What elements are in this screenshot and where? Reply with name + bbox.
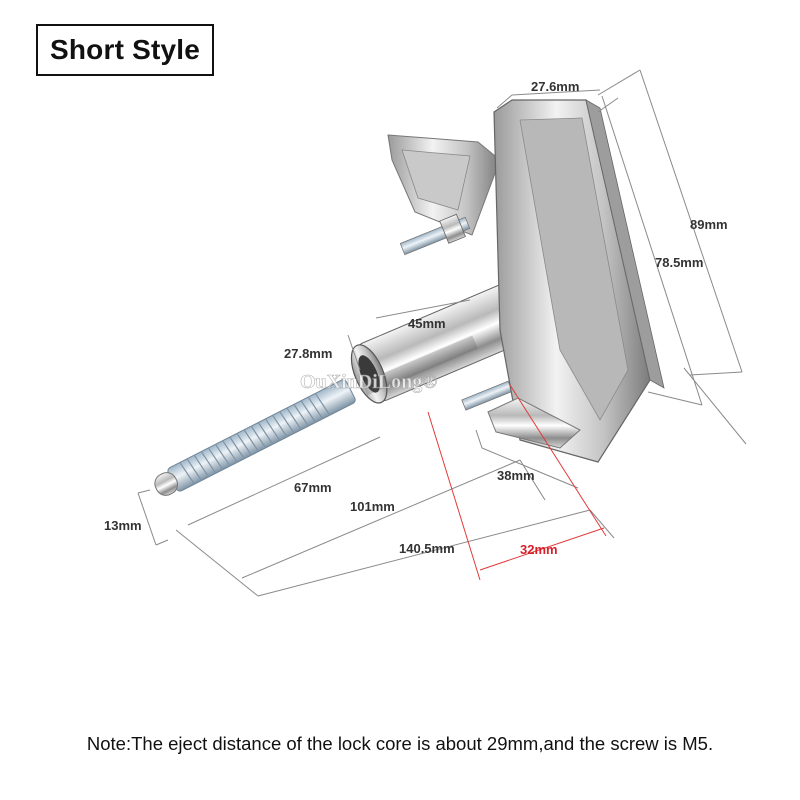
lock-illustration: OuXinDiLong® (154, 99, 665, 496)
dimension-labels: 27.6mm 89mm 78.5mm 45mm 27.8mm 67mm 101m… (104, 79, 728, 557)
label-eject-length: 32mm (520, 542, 558, 557)
label-height-inner: 78.5mm (655, 255, 703, 270)
back-plate-inner (401, 149, 471, 211)
label-cylinder-diameter: 27.8mm (284, 346, 332, 361)
label-bolt-diameter: 13mm (104, 518, 142, 533)
handle-edge (585, 99, 665, 389)
label-cylinder-length: 45mm (408, 316, 446, 331)
label-top-width: 27.6mm (531, 79, 579, 94)
label-total-length: 140.5mm (399, 541, 455, 556)
upper-screw (399, 213, 471, 256)
note-text: Note:The eject distance of the lock core… (86, 733, 714, 754)
title-box: Short Style (36, 24, 214, 76)
dimension-lines (137, 69, 747, 597)
label-bolt-length: 67mm (294, 480, 332, 495)
label-height-outer: 89mm (690, 217, 728, 232)
watermark: OuXinDiLong® (300, 371, 437, 393)
title-text: Short Style (49, 34, 200, 65)
label-base-width: 38mm (497, 468, 535, 483)
handle-recess (519, 117, 629, 421)
threaded-bolt (154, 379, 356, 496)
label-length-101: 101mm (350, 499, 395, 514)
